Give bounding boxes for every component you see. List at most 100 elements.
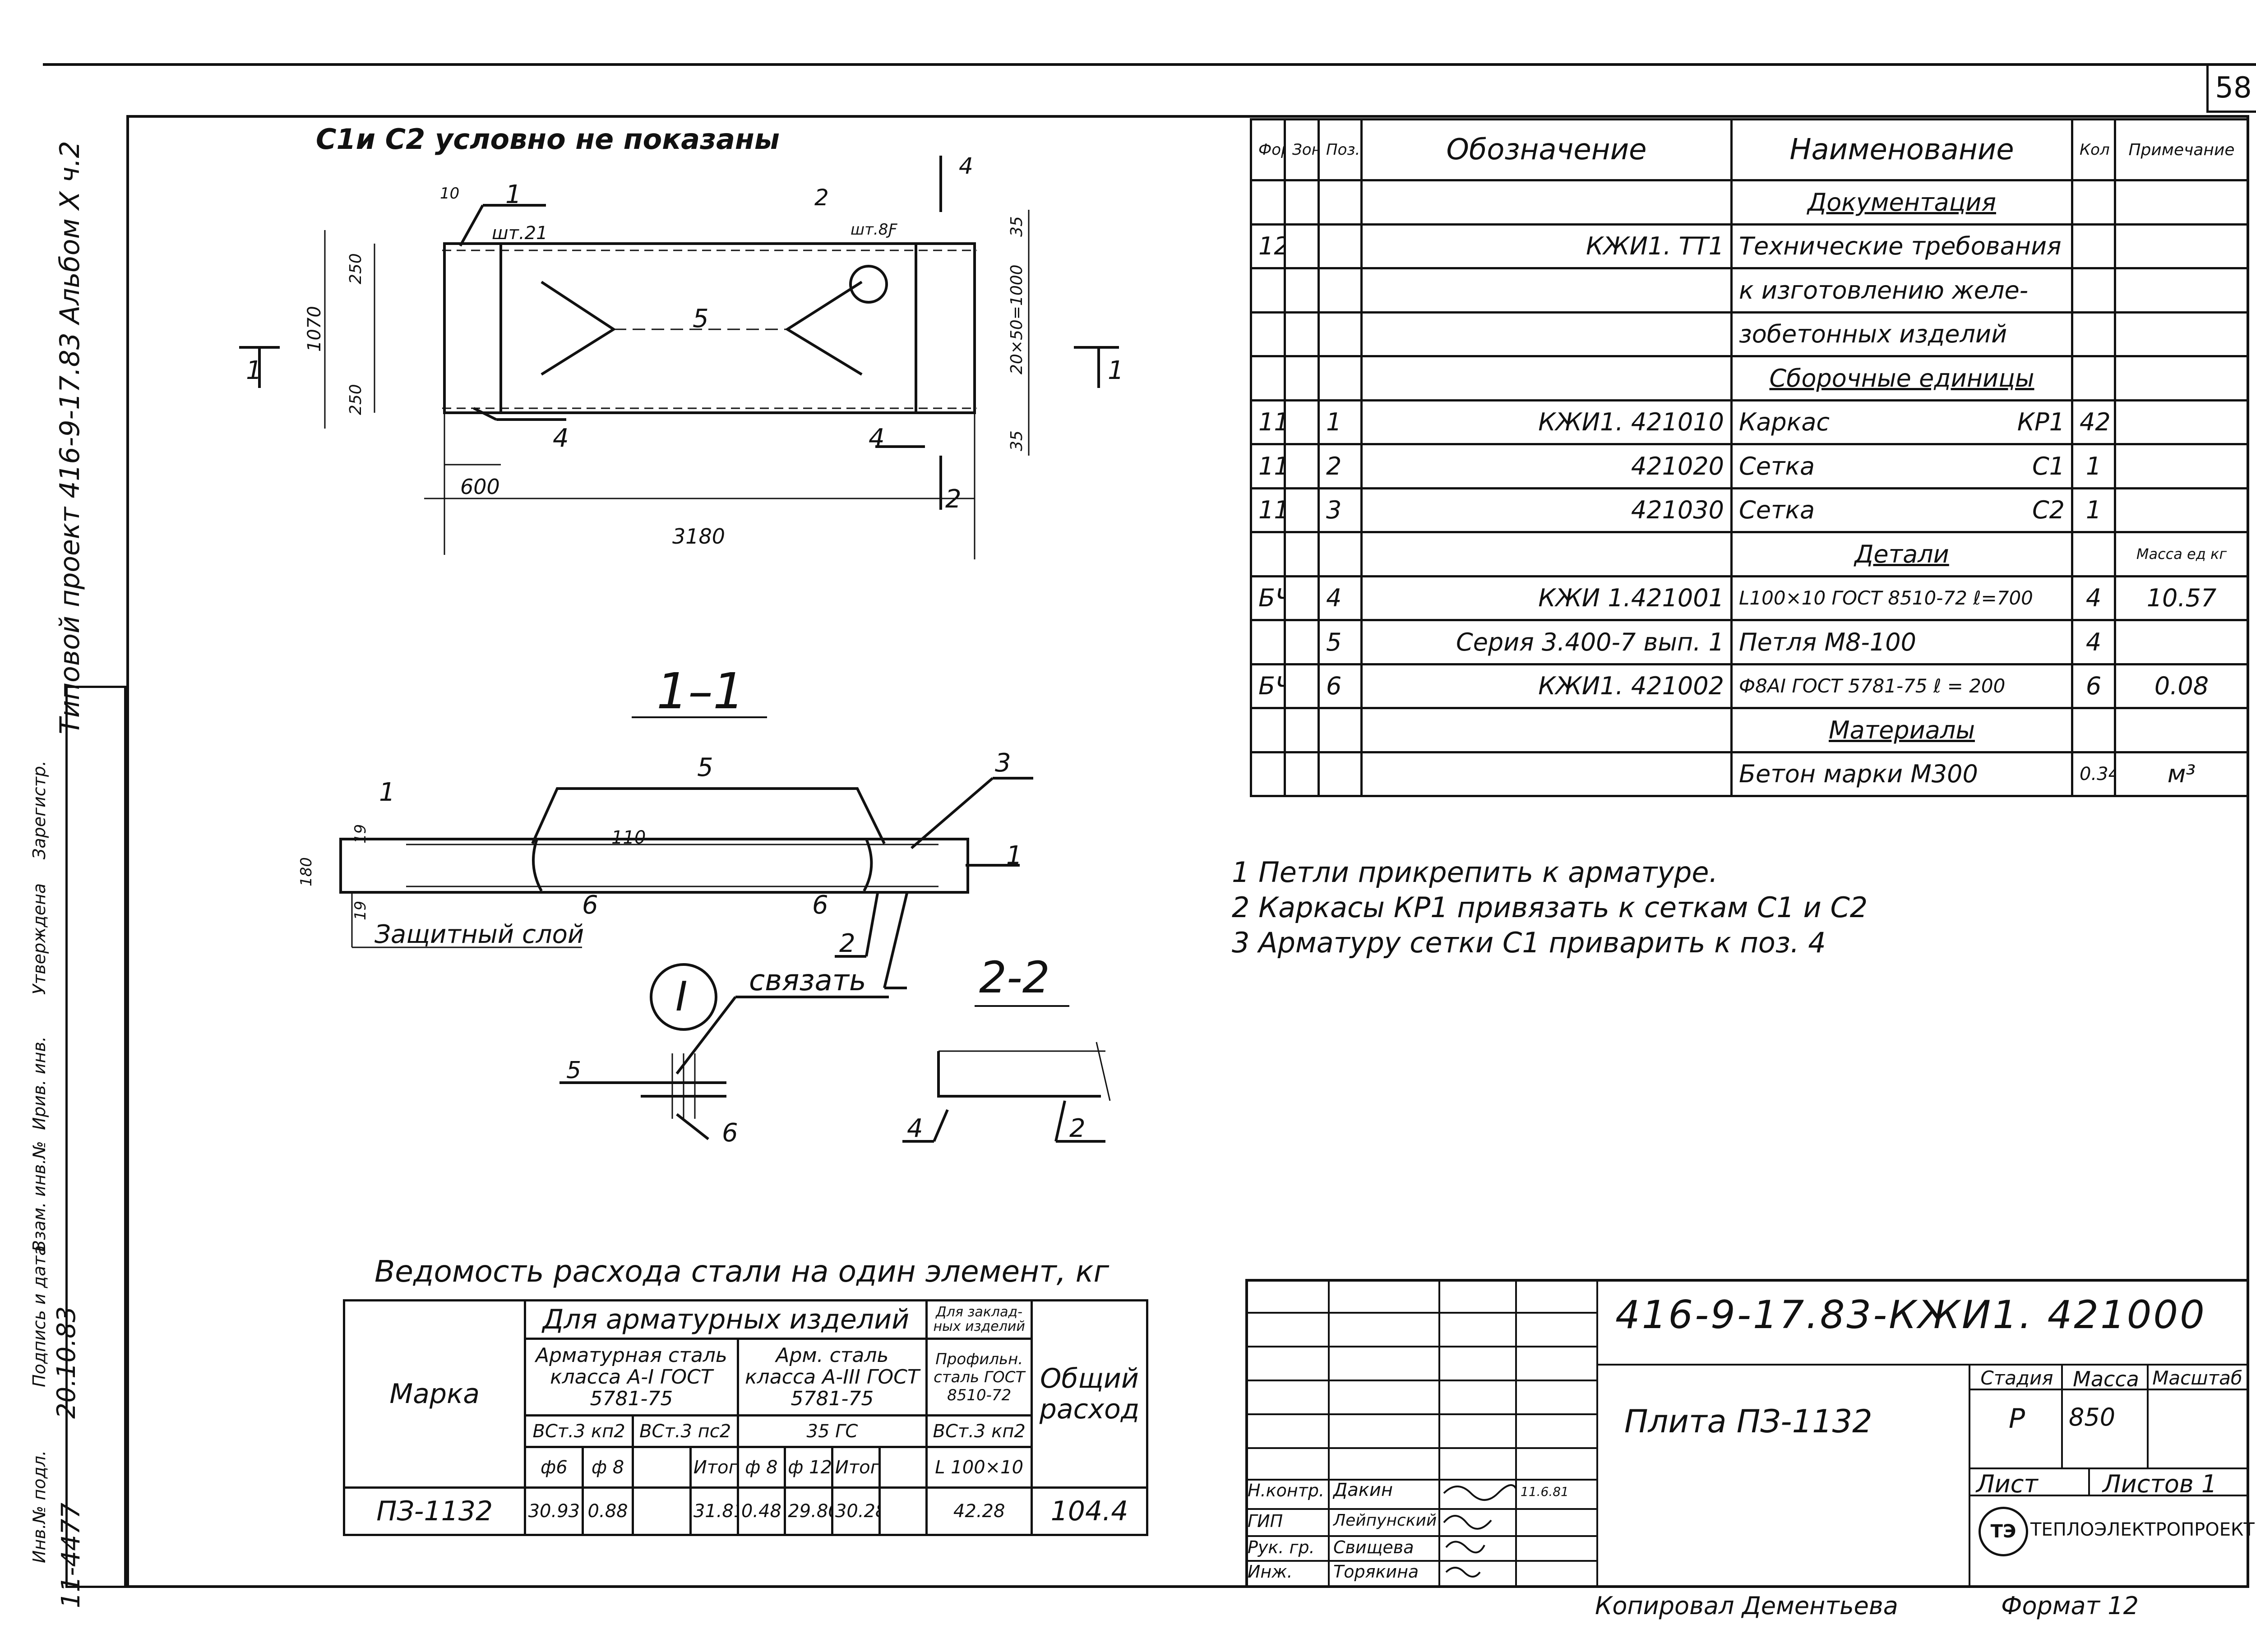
steel-v3 (631, 1486, 692, 1536)
page-number: 58 (2206, 63, 2256, 113)
plan-label-sec1a: 1 (246, 356, 262, 385)
steel-mark: ПЗ-1132 (342, 1486, 527, 1536)
spec-note: 10.57 (2114, 575, 2249, 621)
plan-dim-10: 10 (440, 185, 459, 203)
steel-h-sub1: ВСт.3 кп2 (524, 1414, 634, 1448)
name-3: Свищева (1333, 1537, 1414, 1557)
spec-fmt: 11 (1250, 443, 1286, 489)
spec-code: КЖИ1. 421002 (1360, 663, 1733, 709)
spec-fmt: 12 (1250, 223, 1286, 269)
scale-header: Масштаб (2152, 1367, 2242, 1389)
spec-table: Формат Зона Поз. Обозначение Наименовани… (1250, 118, 2249, 797)
steel-c2: ф 8 (582, 1446, 634, 1489)
plan-label-sec2: 2 (945, 485, 962, 514)
spec-qty: 1 (2071, 443, 2116, 489)
signatures (1443, 1484, 1517, 1578)
plan-label-sht8: шт.8Ƒ (851, 221, 897, 239)
steel-c3 (631, 1446, 692, 1489)
spec-name: Технические требования (1730, 223, 2073, 269)
spec-qty: 6 (2071, 663, 2116, 709)
steel-h-sub3: 35 ГС (736, 1414, 928, 1448)
side-strip (65, 686, 126, 1588)
plan-note: С1и С2 условно не показаны (316, 123, 780, 156)
steel-h-class1: Арматурная сталь класса А-I ГОСТ 5781-75 (524, 1338, 739, 1417)
spec-name: зобетонных изделий (1730, 311, 2073, 357)
plan-label-5: 5 (693, 304, 709, 333)
doc-code: 416-9-17.83-КЖИ1. 421000 (1615, 1292, 2206, 1338)
plan-dim-35a: 35 (1008, 216, 1026, 237)
spec-row: Детали Масса ед кг (1250, 531, 2249, 577)
spec-row: 12 КЖИ1. ТТ1 Технические требования (1250, 223, 2249, 269)
spec-pos: 1 (1318, 399, 1363, 445)
spec-row: Бетон марки М300 0.34 м³ (1250, 751, 2249, 797)
spec-section-docs: Документация (1730, 179, 2073, 226)
spec-h-format: Формат (1250, 118, 1286, 181)
spec-pos: 4 (1318, 575, 1363, 621)
steel-h-class3: Арм. сталь класса А-III ГОСТ 5781-75 (736, 1338, 928, 1417)
spec-qty: 1 (2071, 487, 2116, 533)
steel-c7b (878, 1446, 928, 1489)
spec-row: Сборочные единицы (1250, 355, 2249, 401)
plan-label-4b: 4 (553, 424, 569, 453)
steel-c6: ф 12 (784, 1446, 833, 1489)
sec11-dim-19b: 19 (351, 901, 370, 920)
steel-v8: 42.28 (925, 1486, 1033, 1536)
sec11-dim-19a: 19 (351, 824, 370, 844)
title-block (1245, 1279, 2249, 1588)
spec-h-pos: Поз. (1318, 118, 1363, 181)
steel-v4: 31.81 (689, 1486, 739, 1536)
spec-note: м³ (2114, 751, 2249, 797)
spec-row: БЧ 6 КЖИ1. 421002 Ф8АI ГОСТ 5781-75 ℓ = … (1250, 663, 2249, 709)
steel-table: Марка Для арматурных изделий Для заклад-… (342, 1299, 1148, 1536)
spec-code: КЖИ1. 421010 (1360, 399, 1733, 445)
role-3: Рук. гр. (1248, 1537, 1315, 1557)
sec11-label-6a: 6 (582, 891, 598, 920)
spec-qty: 4 (2071, 619, 2116, 665)
spec-row: к изготовлению желе- (1250, 267, 2249, 314)
spec-fmt: 11 (1250, 487, 1286, 533)
mass-header: Масса (2073, 1367, 2139, 1391)
detail-I-tie: связать (749, 964, 866, 997)
title-block-grid (1245, 1279, 2249, 1588)
steel-v7b (878, 1486, 928, 1536)
spec-code: Серия 3.400-7 вып. 1 (1360, 619, 1733, 665)
note-3: 3 Арматуру сетки С1 приварить к поз. 4 (1232, 926, 1826, 959)
sec11-label-5: 5 (697, 753, 713, 782)
steel-h-profile: Профильн. сталь ГОСТ 8510-72 (925, 1338, 1033, 1417)
note-2: 2 Каркасы КР1 привязать к сеткам С1 и С2 (1232, 891, 1868, 924)
stage-header: Стадия (1980, 1367, 2053, 1389)
note-1: 1 Петли прикрепить к арматуре. (1232, 856, 1718, 889)
steel-c7: Итого (831, 1446, 881, 1489)
sec11-dim-110: 110 (611, 827, 646, 848)
plan-dim-grid: 20×50=1000 (1008, 264, 1026, 374)
name-4: Торякина (1333, 1562, 1419, 1582)
sec11-label-1a: 1 (379, 778, 395, 807)
sec22-label-4: 4 (907, 1114, 923, 1143)
steel-row: ПЗ-1132 30.93 0.88 31.81 0.48 29.80 30.2… (342, 1486, 1148, 1536)
sec11-label-6b: 6 (812, 891, 828, 920)
spec-fmt (1250, 619, 1286, 665)
steel-total: 104.4 (1031, 1486, 1148, 1536)
role-1: Н.контр. (1248, 1481, 1325, 1500)
detail-I-5: 5 (566, 1057, 581, 1084)
name-1: Дакин (1333, 1480, 1393, 1500)
drawings: С1и С2 условно не показаны 1 шт.21 2 шт.… (239, 123, 1124, 1148)
role-4: Инж. (1248, 1562, 1293, 1582)
spec-section-details: Детали (1730, 531, 2073, 577)
spec-pos: 2 (1318, 443, 1363, 489)
spec-pos: 6 (1318, 663, 1363, 709)
plan-dim-3180: 3180 (672, 524, 725, 549)
steel-c1: ф6 (524, 1446, 584, 1489)
footer-copied: Копировал Дементьева (1595, 1592, 1898, 1620)
steel-table-title: Ведомость расхода стали на один элемент,… (374, 1254, 1110, 1289)
steel-h-total: Общий расход (1031, 1299, 1148, 1489)
spec-pos: 5 (1318, 619, 1363, 665)
protective-layer: Защитный слой (374, 920, 584, 949)
plan-dim-1070: 1070 (304, 306, 325, 352)
steel-h-sub4: ВСт.3 кп2 (925, 1414, 1033, 1448)
spec-h-name: Наименование (1730, 118, 2073, 181)
